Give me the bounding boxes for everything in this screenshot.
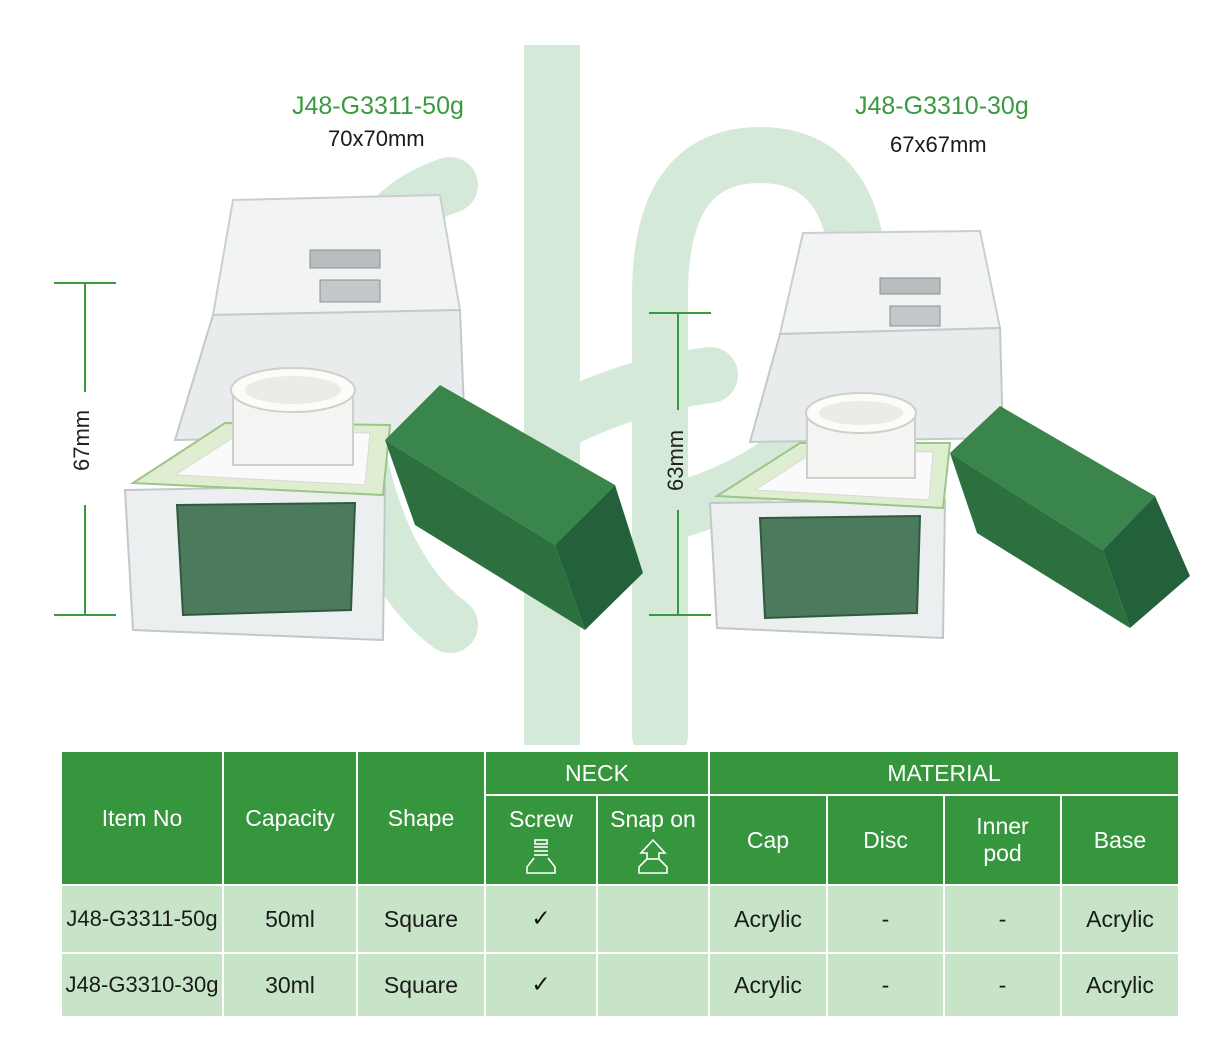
cell-snap-on — [598, 886, 708, 952]
product-1-item-no: J48-G3311-50g — [292, 92, 464, 120]
cell-disc: - — [828, 954, 943, 1016]
header-snap-on-label: Snap on — [610, 805, 696, 832]
cell-item-no: J48-G3310-30g — [62, 954, 222, 1016]
header-disc: Disc — [828, 796, 943, 884]
header-capacity: Capacity — [224, 752, 356, 884]
cell-snap-on — [598, 954, 708, 1016]
cell-base: Acrylic — [1062, 886, 1179, 952]
product-1-size: 70x70mm — [328, 126, 425, 151]
header-snap-on: Snap on — [598, 796, 708, 884]
snap-neck-icon — [638, 838, 668, 874]
cell-screw-check: ✓ — [486, 886, 596, 952]
product-1-height-label: 67mm — [69, 409, 94, 471]
header-screw-label: Screw — [509, 805, 573, 832]
product-1-jar-image — [123, 193, 643, 642]
product-2-jar-image — [708, 229, 1190, 640]
header-base: Base — [1062, 796, 1179, 884]
header-screw: Screw — [486, 796, 596, 884]
product-2-height-label: 63mm — [663, 429, 688, 491]
spec-table: Item No Capacity Shape NECK MATERIAL Scr… — [60, 750, 1180, 1018]
height-dimension-line-2 — [649, 312, 711, 616]
cell-shape: Square — [358, 886, 484, 952]
header-neck: NECK — [486, 752, 708, 794]
header-shape: Shape — [358, 752, 484, 884]
product-2-item-no: J48-G3310-30g — [855, 92, 1029, 120]
cell-cap: Acrylic — [710, 886, 826, 952]
header-material: MATERIAL — [710, 752, 1179, 794]
height-dimension-line-1 — [54, 282, 116, 616]
cell-base: Acrylic — [1062, 954, 1179, 1016]
header-inner-pod: Inner pod — [945, 796, 1060, 884]
cell-shape: Square — [358, 954, 484, 1016]
screw-neck-icon — [526, 838, 556, 874]
cell-screw-check: ✓ — [486, 954, 596, 1016]
header-item-no: Item No — [62, 752, 222, 884]
header-cap: Cap — [710, 796, 826, 884]
cell-capacity: 50ml — [224, 886, 356, 952]
cell-item-no: J48-G3311-50g — [62, 886, 222, 952]
cell-capacity: 30ml — [224, 954, 356, 1016]
cell-cap: Acrylic — [710, 954, 826, 1016]
cell-inner-pod: - — [945, 954, 1060, 1016]
cell-disc: - — [828, 886, 943, 952]
table-row: J48-G3311-50g 50ml Square ✓ Acrylic - - … — [62, 886, 1179, 952]
cell-inner-pod: - — [945, 886, 1060, 952]
table-row: J48-G3310-30g 30ml Square ✓ Acrylic - - … — [62, 954, 1179, 1016]
product-2-size: 67x67mm — [890, 132, 987, 157]
